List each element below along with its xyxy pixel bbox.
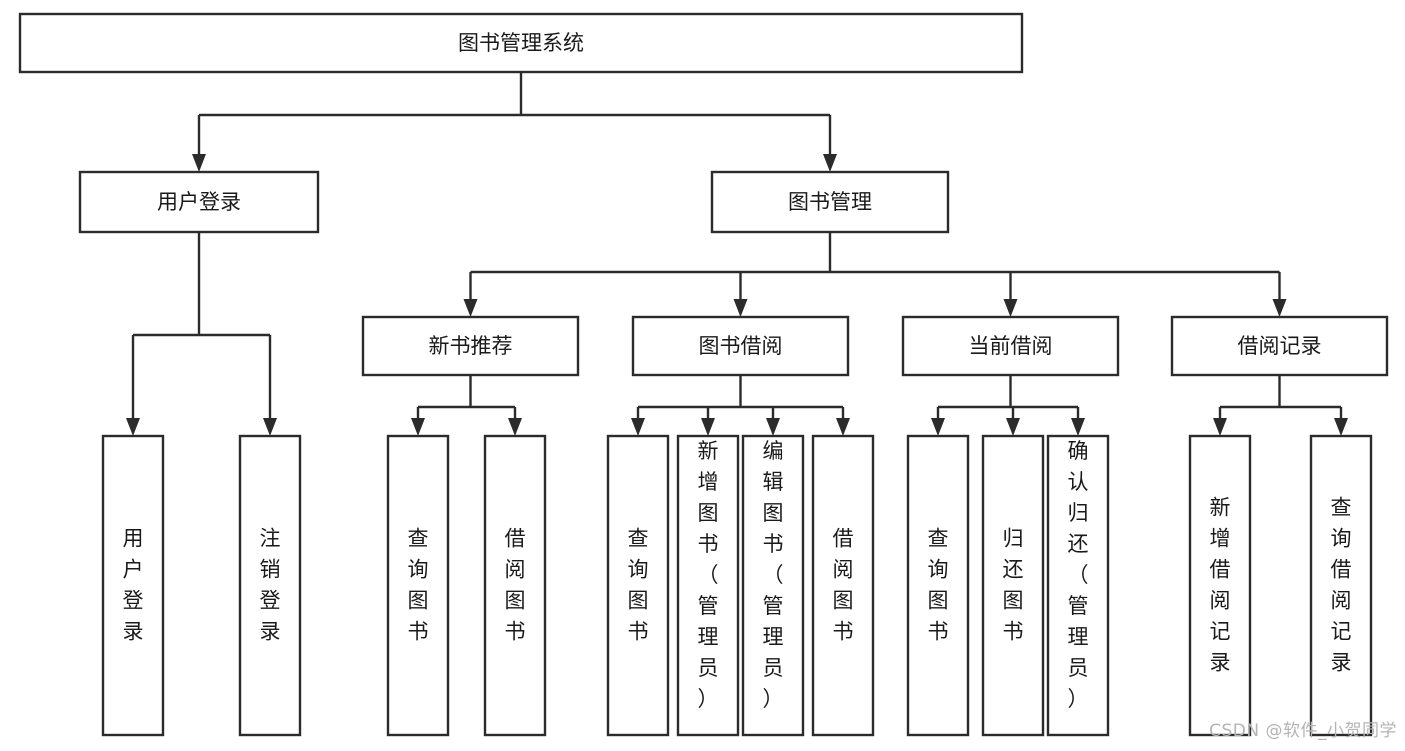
node-box[interactable] <box>1188 434 1252 737</box>
node-box[interactable] <box>901 315 1120 377</box>
node-box[interactable] <box>981 434 1045 737</box>
node-new-book-recommend[interactable]: 新书推荐 <box>361 315 580 377</box>
node-label: 归还图书 <box>1003 527 1024 644</box>
node-leaf-user-login[interactable]: 用户登录 <box>101 434 165 737</box>
node-box[interactable] <box>78 170 320 234</box>
node-box[interactable] <box>741 434 805 737</box>
arrow-head-icon <box>701 418 715 436</box>
node-box[interactable] <box>1170 315 1389 377</box>
node-label: 借阅图书 <box>833 527 854 644</box>
node-label: 注销登录 <box>260 527 281 644</box>
connector-layer <box>126 72 1348 436</box>
arrow-head-icon <box>1334 418 1348 436</box>
arrow-head-icon <box>263 418 277 436</box>
arrow-head-icon <box>1272 299 1287 317</box>
arrow-head-icon <box>126 418 140 436</box>
node-box[interactable] <box>483 434 547 737</box>
node-leaf-query-borrow-record[interactable]: 查询借阅记录 <box>1309 434 1373 737</box>
node-label: 查询图书 <box>628 527 649 644</box>
node-label: 新增图书（管理员） <box>698 439 719 711</box>
node-label: 查询图书 <box>928 527 949 644</box>
node-label: 用户登录 <box>123 527 144 644</box>
arrow-head-icon <box>631 418 645 436</box>
node-book-borrow[interactable]: 图书借阅 <box>631 315 850 377</box>
node-box[interactable] <box>361 315 580 377</box>
node-book-management[interactable]: 图书管理 <box>710 170 950 234</box>
arrow-head-icon <box>463 299 478 317</box>
node-label: 新书推荐 <box>429 334 513 358</box>
node-box[interactable] <box>811 434 875 737</box>
node-current-borrow[interactable]: 当前借阅 <box>901 315 1120 377</box>
node-label: 确认归还（管理员） <box>1068 439 1089 711</box>
node-box[interactable] <box>1046 434 1110 737</box>
watermark-text: CSDN @软件_小贺同学 <box>1209 721 1397 741</box>
node-box[interactable] <box>386 434 450 737</box>
node-box[interactable] <box>906 434 970 737</box>
arrow-head-icon <box>1071 418 1085 436</box>
node-leaf-edit-book-admin[interactable]: 编辑图书（管理员） <box>741 434 805 737</box>
node-leaf-return-book[interactable]: 归还图书 <box>981 434 1045 737</box>
node-label: 查询借阅记录 <box>1331 496 1352 675</box>
arrow-head-icon <box>192 154 206 172</box>
node-label: 借阅图书 <box>505 527 526 644</box>
arrow-head-icon <box>411 418 425 436</box>
node-box[interactable] <box>1309 434 1373 737</box>
node-label: 图书管理 <box>788 190 872 214</box>
node-leaf-query-book-current[interactable]: 查询图书 <box>906 434 970 737</box>
node-box[interactable] <box>710 170 950 234</box>
arrow-head-icon <box>766 418 780 436</box>
node-leaf-borrow-book-recommend[interactable]: 借阅图书 <box>483 434 547 737</box>
node-leaf-add-book-admin[interactable]: 新增图书（管理员） <box>676 434 740 737</box>
node-label: 用户登录 <box>157 190 241 214</box>
node-layer: 图书管理系统用户登录图书管理新书推荐图书借阅当前借阅借阅记录用户登录注销登录查询… <box>18 12 1389 737</box>
node-leaf-add-borrow-record[interactable]: 新增借阅记录 <box>1188 434 1252 737</box>
node-label: 编辑图书（管理员） <box>763 439 784 711</box>
node-box[interactable] <box>18 12 1024 74</box>
node-leaf-query-book-recommend[interactable]: 查询图书 <box>386 434 450 737</box>
node-leaf-borrow-book[interactable]: 借阅图书 <box>811 434 875 737</box>
arrow-head-icon <box>823 154 837 172</box>
arrow-head-icon <box>931 418 945 436</box>
node-box[interactable] <box>101 434 165 737</box>
node-label: 新增借阅记录 <box>1210 496 1231 675</box>
arrow-head-icon <box>1006 418 1020 436</box>
node-box[interactable] <box>631 315 850 377</box>
node-borrow-record[interactable]: 借阅记录 <box>1170 315 1389 377</box>
arrow-head-icon <box>1003 299 1018 317</box>
node-leaf-logout[interactable]: 注销登录 <box>238 434 302 737</box>
node-label: 借阅记录 <box>1238 334 1322 358</box>
arrow-head-icon <box>836 418 850 436</box>
node-user-login[interactable]: 用户登录 <box>78 170 320 234</box>
arrow-head-icon <box>508 418 522 436</box>
node-label: 图书借阅 <box>699 334 783 358</box>
node-box[interactable] <box>676 434 740 737</box>
node-leaf-query-book-borrow[interactable]: 查询图书 <box>606 434 670 737</box>
node-box[interactable] <box>606 434 670 737</box>
arrow-head-icon <box>1213 418 1227 436</box>
arrow-head-icon <box>733 299 748 317</box>
node-label: 查询图书 <box>408 527 429 644</box>
node-root[interactable]: 图书管理系统 <box>18 12 1024 74</box>
node-box[interactable] <box>238 434 302 737</box>
node-leaf-confirm-return-admin[interactable]: 确认归还（管理员） <box>1046 434 1110 737</box>
node-label: 图书管理系统 <box>458 31 584 55</box>
node-label: 当前借阅 <box>969 334 1053 358</box>
